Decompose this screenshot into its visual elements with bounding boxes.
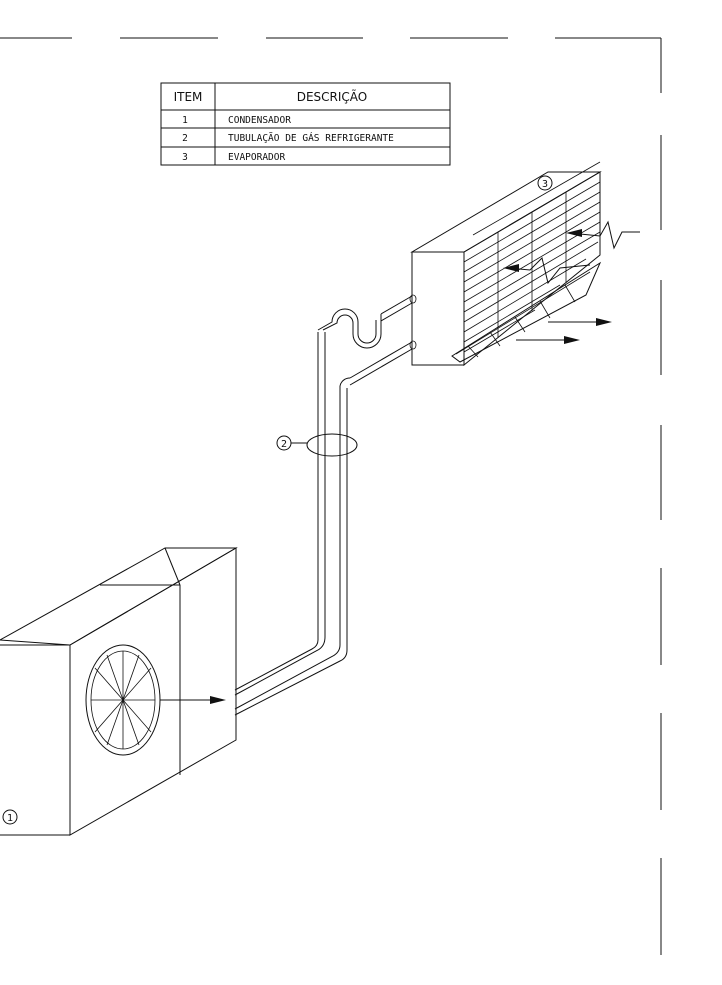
table-row-2-descricao: TUBULAÇÃO DE GÁS REFRIGERANTE bbox=[228, 132, 394, 144]
table-row-3-descricao: EVAPORADOR bbox=[228, 152, 285, 163]
callout-condenser: 1 bbox=[2, 809, 18, 825]
legend-table: ITEM DESCRIÇÃO 1 CONDENSADOR 2 TUBULAÇÃO… bbox=[160, 82, 451, 166]
table-header-descricao: DESCRIÇÃO bbox=[297, 89, 368, 104]
table-row-1-descricao: CONDENSADOR bbox=[228, 115, 291, 126]
sheet-border bbox=[0, 37, 662, 955]
refrigerant-piping bbox=[234, 294, 417, 716]
evaporator-airflow bbox=[503, 220, 640, 344]
arrow-right-icon bbox=[564, 336, 580, 344]
arrow-right-icon bbox=[596, 318, 612, 326]
arrow-right-icon bbox=[210, 696, 226, 704]
callout-condenser-label: 1 bbox=[7, 813, 13, 824]
pipe-bundle-marker bbox=[306, 433, 358, 457]
table-row-3-item: 3 bbox=[182, 152, 188, 163]
fan-icon bbox=[85, 644, 161, 756]
table-header-item: ITEM bbox=[174, 90, 203, 104]
arrow-left-icon bbox=[566, 229, 582, 237]
arrow-left-icon bbox=[503, 264, 519, 272]
evaporator-unit bbox=[410, 161, 602, 367]
table-row-1-item: 1 bbox=[182, 115, 188, 126]
callout-evaporator: 3 bbox=[537, 175, 553, 191]
callout-piping-label: 2 bbox=[281, 439, 287, 450]
callout-evaporator-label: 3 bbox=[542, 179, 548, 190]
callout-piping: 2 bbox=[276, 435, 307, 451]
table-row-2-item: 2 bbox=[182, 133, 188, 144]
condenser-unit bbox=[0, 547, 238, 836]
